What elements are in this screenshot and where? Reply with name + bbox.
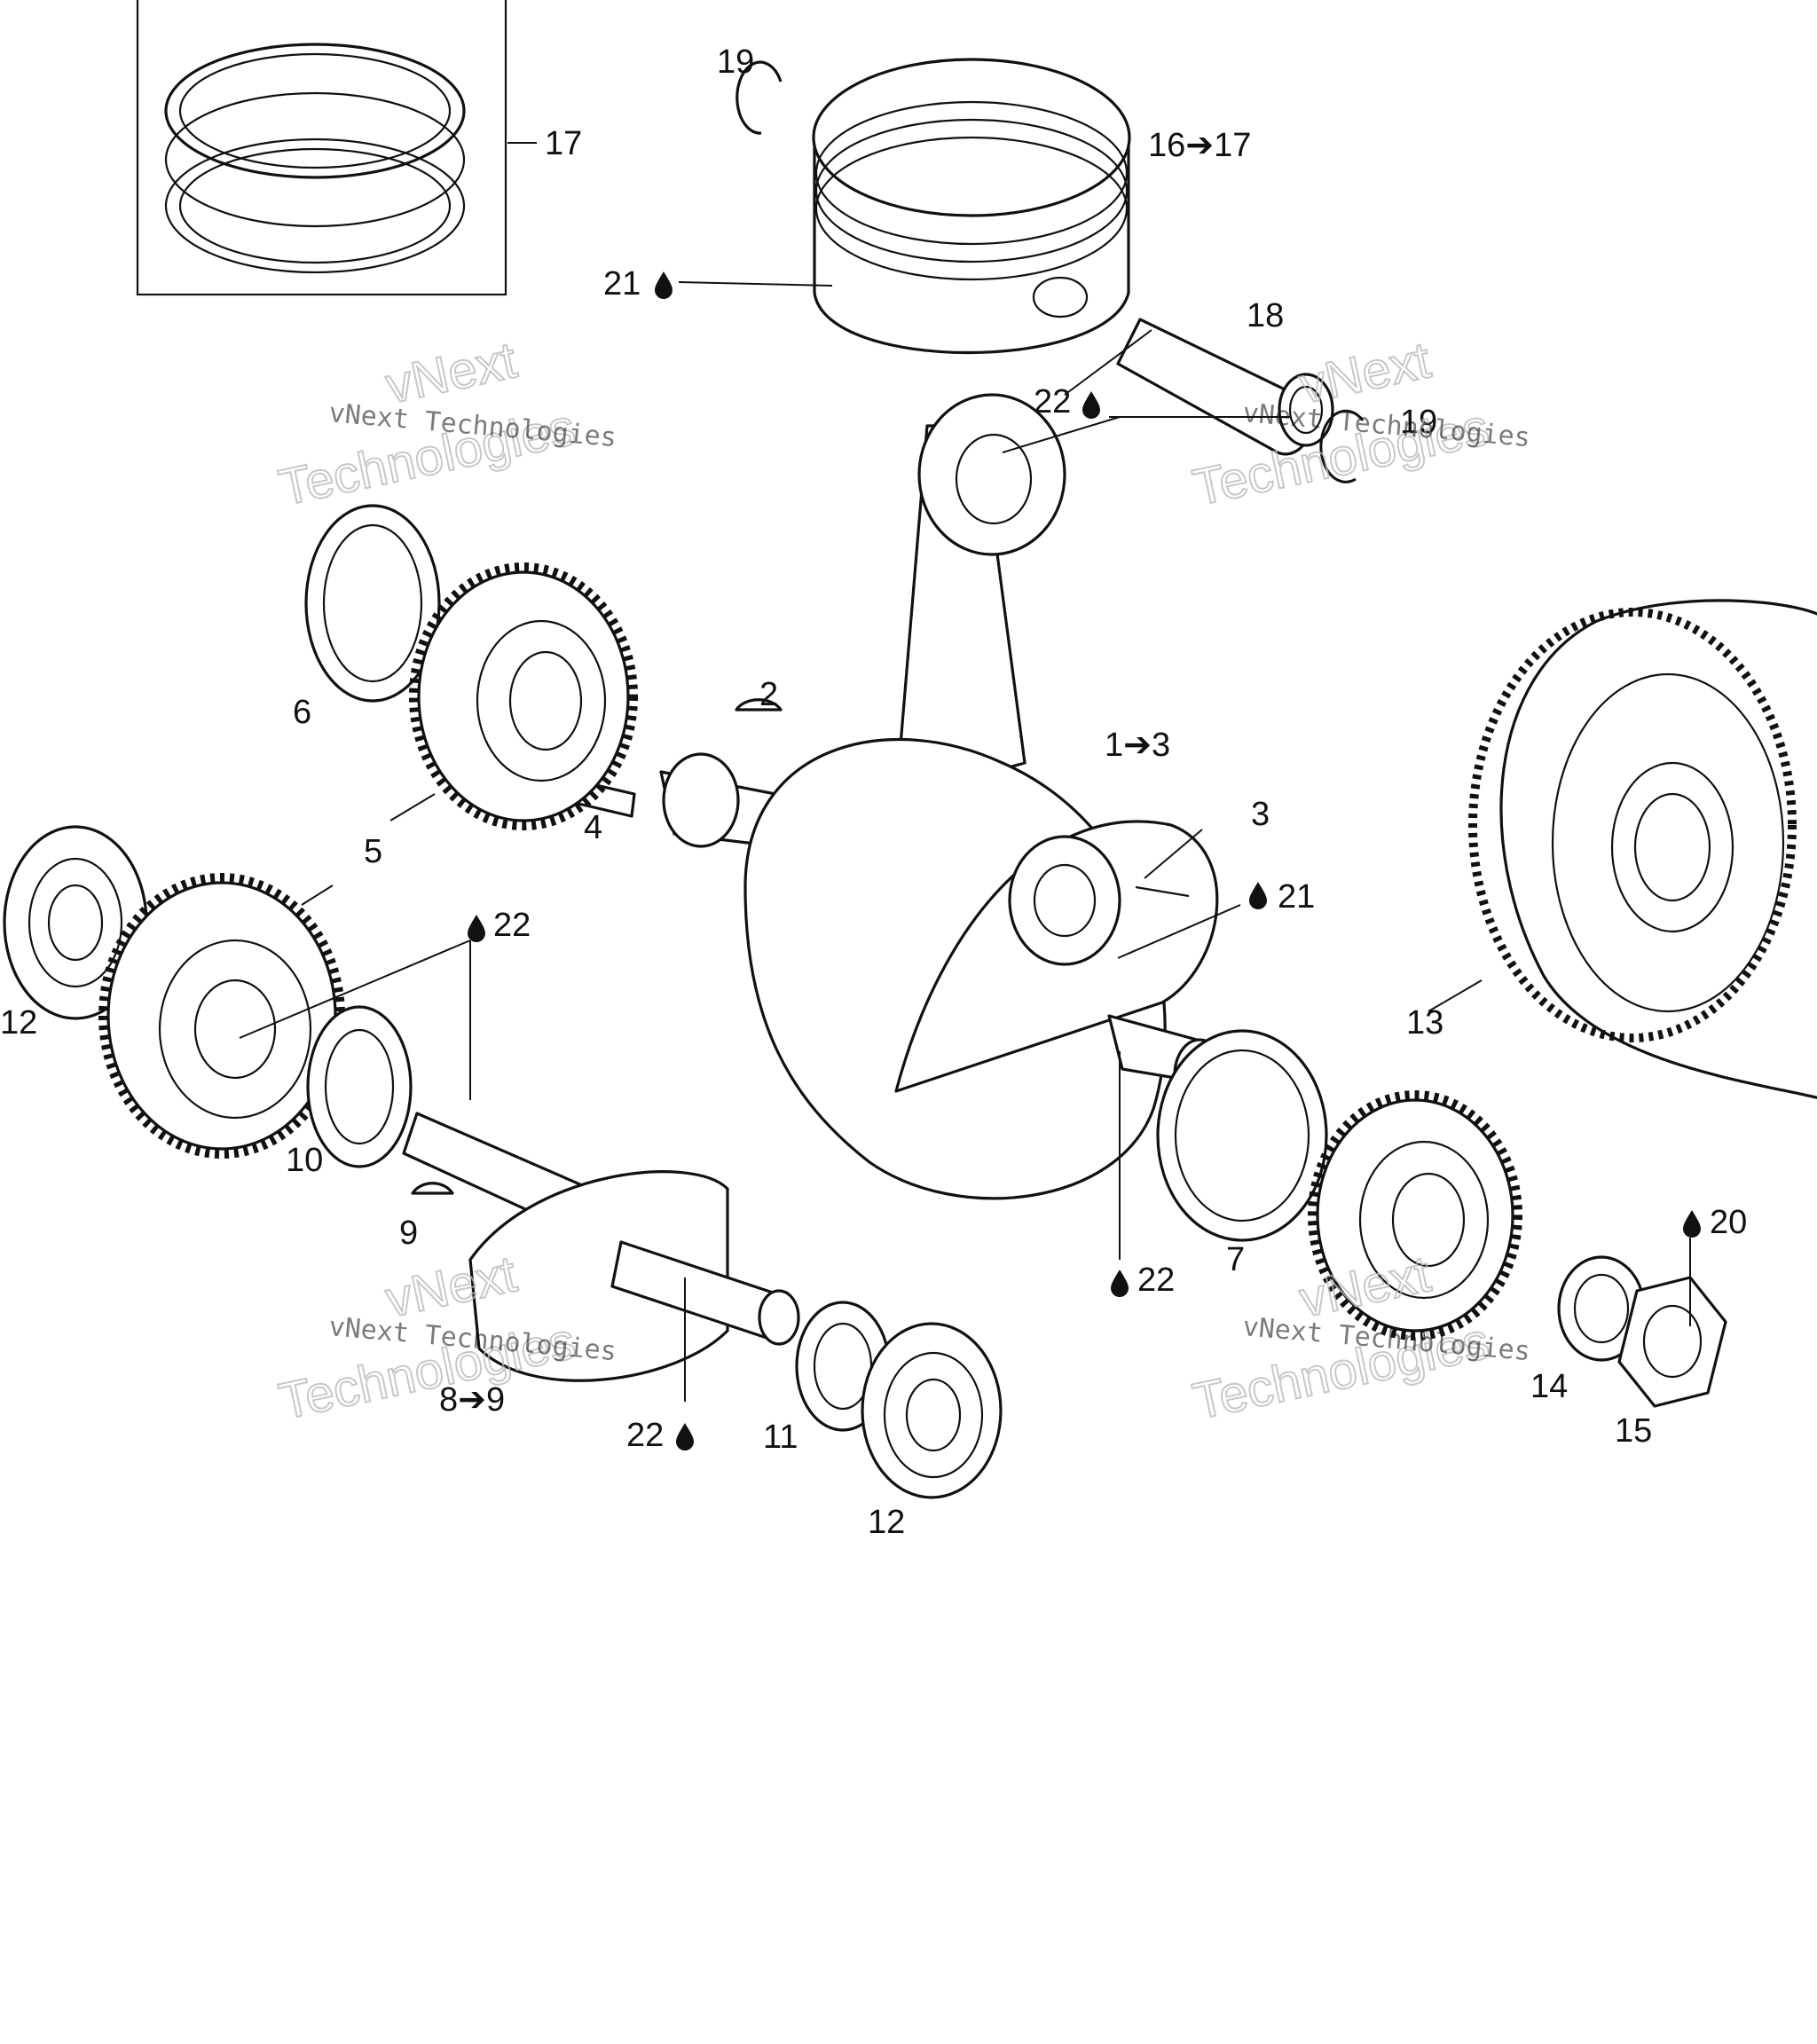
oil-drop-icon [655, 271, 673, 299]
oil-drop-icon [676, 1423, 694, 1450]
watermark-top-left: vNext Technologies vNext Technologies [273, 330, 617, 517]
oil-drop-icon [1082, 391, 1100, 419]
callout-18: 18 [1247, 297, 1284, 334]
oil-drop-icon [1683, 1210, 1701, 1238]
piston [812, 58, 1131, 354]
callout-6: 6 [293, 694, 311, 731]
thrust-washer-10 [306, 1005, 413, 1168]
svg-text:vNext: vNext [381, 331, 522, 414]
callout-10: 10 [286, 1142, 323, 1179]
callout-4: 4 [584, 809, 602, 846]
callout-22-spline: 22 [626, 1417, 664, 1454]
callout-17-box: 17 [545, 125, 582, 162]
nut-15 [1617, 1276, 1727, 1408]
callout-14: 14 [1530, 1368, 1568, 1405]
callout-3: 3 [1251, 796, 1270, 833]
callout-16-17: 16➔17 [1148, 127, 1251, 164]
clutch-housing [1468, 599, 1817, 1099]
piston-rings [164, 43, 466, 274]
piston-ring-inset-box [136, 0, 507, 296]
callout-22-crank: 22 [1137, 1262, 1175, 1299]
callout-5: 5 [364, 833, 382, 870]
leader-lines [239, 281, 1691, 1402]
callout-11: 11 [763, 1419, 798, 1456]
callout-12-left: 12 [0, 1004, 37, 1042]
thrust-washer-6 [304, 504, 441, 703]
callout-12-right: 12 [868, 1504, 905, 1541]
callout-22-pin: 22 [1034, 383, 1071, 421]
thrust-washer-7 [1156, 1029, 1328, 1242]
callout-2: 2 [759, 676, 778, 713]
crankshaft [659, 738, 1231, 1200]
callout-8-9: 8➔9 [439, 1381, 505, 1419]
gear-13 [1308, 1090, 1522, 1340]
gear-5-lower [98, 873, 345, 1159]
svg-text:vNext: vNext [1294, 331, 1436, 414]
bearing-12-right [861, 1322, 1003, 1499]
callout-22-balancer: 22 [493, 907, 531, 944]
callout-13: 13 [1406, 1004, 1443, 1042]
callout-9: 9 [399, 1215, 418, 1252]
callout-15: 15 [1615, 1412, 1652, 1450]
oil-drop-icon [1111, 1270, 1129, 1297]
balance-shaft [402, 1112, 800, 1382]
connecting-rod [894, 393, 1066, 800]
woodruff-key-top [735, 698, 783, 711]
callout-21-crank: 21 [1278, 878, 1315, 916]
circlip-top [735, 60, 783, 135]
gear-5-upper [409, 562, 638, 830]
callout-1-3: 1➔3 [1105, 727, 1170, 764]
callout-20: 20 [1710, 1204, 1747, 1241]
callout-19-top: 19 [717, 43, 754, 81]
circlip-side [1319, 409, 1365, 483]
oil-drop-icon [468, 915, 485, 942]
woodruff-key-9 [411, 1182, 454, 1195]
callout-19-side: 19 [1400, 404, 1437, 441]
callout-7: 7 [1226, 1241, 1245, 1278]
callout-21-piston: 21 [603, 265, 641, 303]
lock-washer-14 [1557, 1255, 1646, 1362]
wrist-pin [1116, 318, 1334, 456]
oil-drop-icon [1249, 882, 1267, 909]
